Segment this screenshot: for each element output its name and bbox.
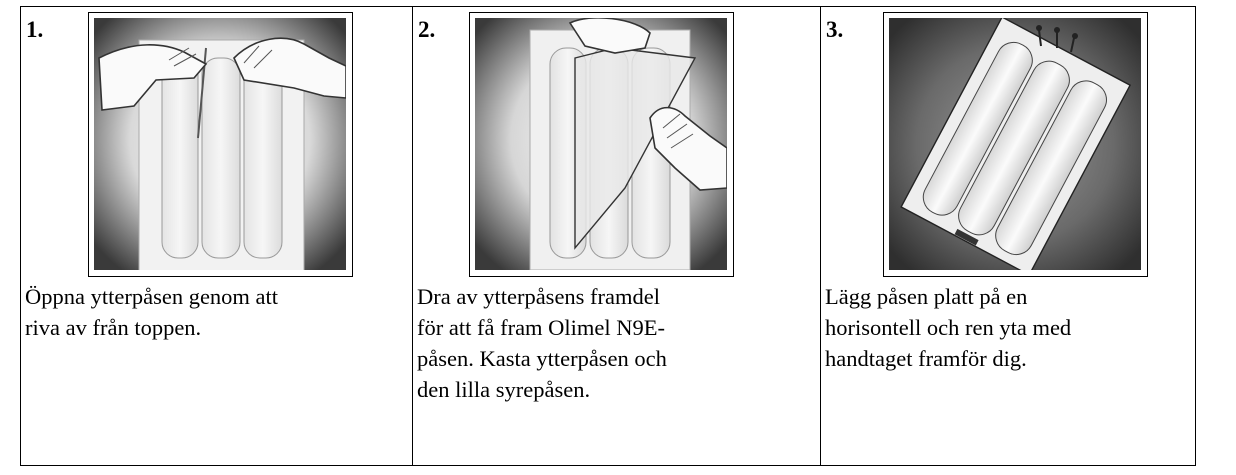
- tear-outer-bag-icon: [94, 18, 346, 270]
- step-number: 2.: [418, 17, 435, 43]
- text-line: horisontell och ren yta med: [825, 312, 1071, 343]
- step-3-image: [883, 12, 1148, 277]
- peel-outer-bag-icon: [475, 18, 727, 270]
- step-number: 3.: [826, 17, 843, 43]
- text-line: för att få fram Olimel N9E-: [417, 312, 667, 343]
- text-line: Dra av ytterpåsens framdel: [417, 281, 667, 312]
- step-3-text: Lägg påsen platt på en horisontell och r…: [825, 281, 1071, 374]
- step-1-cell: 1.: [21, 7, 413, 466]
- instruction-table: 1.: [20, 6, 1196, 466]
- text-line: Lägg påsen platt på en: [825, 281, 1071, 312]
- text-line: Öppna ytterpåsen genom att: [25, 281, 278, 312]
- step-1-image: [88, 12, 353, 277]
- text-line: riva av från toppen.: [25, 312, 278, 343]
- step-number: 1.: [26, 17, 43, 43]
- step-1-text: Öppna ytterpåsen genom att riva av från …: [25, 281, 278, 343]
- step-2-image: [469, 12, 734, 277]
- step-3-cell: 3.: [821, 7, 1196, 466]
- step-2-cell: 2.: [413, 7, 821, 466]
- text-line: påsen. Kasta ytterpåsen och: [417, 343, 667, 374]
- text-line: den lilla syrepåsen.: [417, 374, 667, 405]
- bag-flat-icon: [889, 18, 1141, 270]
- text-line: handtaget framför dig.: [825, 343, 1071, 374]
- step-2-text: Dra av ytterpåsens framdel för att få fr…: [417, 281, 667, 405]
